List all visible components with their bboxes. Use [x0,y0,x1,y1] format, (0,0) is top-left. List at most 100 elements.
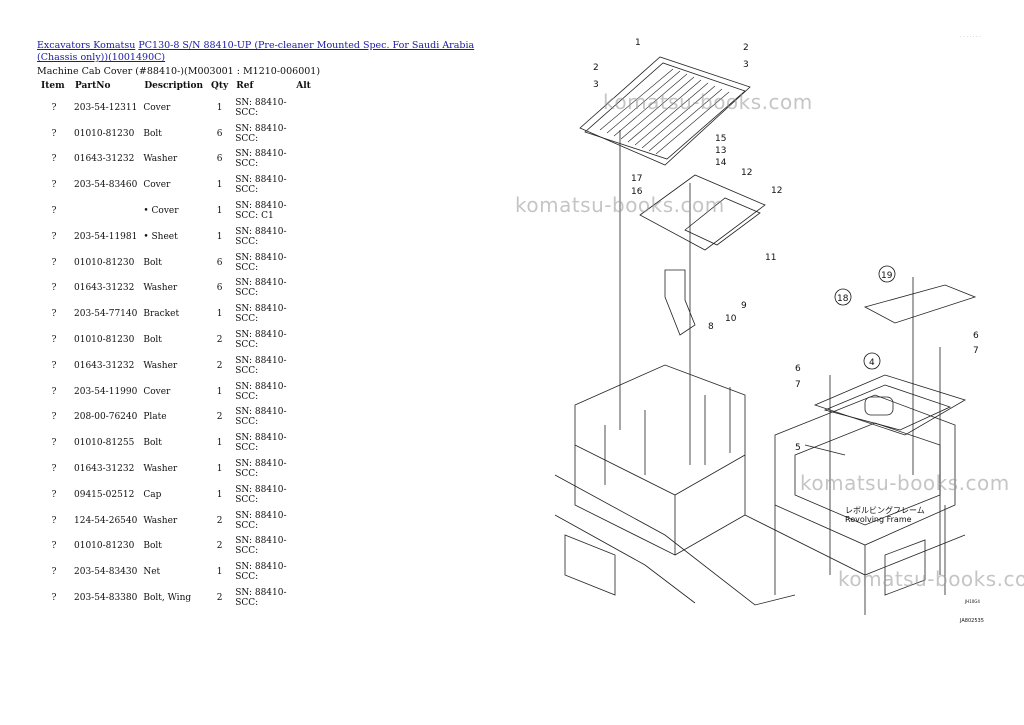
callout-12a: 12 [741,168,752,178]
cell-qty: 2 [216,593,223,604]
drawing-subcode: JH10G4 [964,599,980,604]
cell-alt [292,276,324,302]
cell-qty: 2 [216,412,223,423]
cell-alt [292,224,324,250]
cell-part: 208-00-76240 [74,412,138,423]
cell-qty: 2 [216,335,223,346]
cell-item: ? [51,360,57,371]
cell-part: 01643-31232 [74,283,135,294]
label-revolving-frame-en: Revolving Frame [845,515,912,524]
cell-desc: Bolt [143,541,162,552]
cell-ref: SN: 88410-SCC: [235,381,287,402]
cell-qty: 6 [216,257,223,268]
callout-1: 1 [635,38,641,48]
callout-18: 18 [837,294,849,304]
cell-alt [292,534,324,560]
cell-alt [292,121,324,147]
cell-item: ? [51,206,57,217]
cell-qty: 2 [216,515,223,526]
cell-item: ? [51,489,57,500]
callout-2a: 2 [593,63,599,73]
cell-ref: SN: 88410-SCC: [235,510,287,531]
cell-item: ? [51,464,57,475]
cell-desc: • Cover [143,206,179,217]
cell-desc: Washer [143,464,178,475]
cell-ref: SN: 88410-SCC: [235,484,287,505]
cell-desc: Washer [143,360,178,371]
callout-11: 11 [765,253,776,263]
cell-item: ? [51,309,57,320]
cell-alt [292,456,324,482]
cell-qty: 1 [216,102,223,113]
cell-ref: SN: 88410-SCC: [235,355,287,376]
cell-ref: SN: 88410-SCC: [235,175,287,196]
cell-part: 203-54-83460 [74,180,138,191]
cell-item: ? [51,283,57,294]
column-header: Alt [296,81,311,91]
callout-2b: 2 [743,43,749,53]
cell-item: ? [51,231,57,242]
cell-desc: Cover [143,102,171,113]
callout-3b: 3 [743,60,749,70]
breadcrumb-link-category[interactable]: Excavators Komatsu [37,40,136,51]
cell-qty: 1 [216,309,223,320]
cell-ref: SN: 88410-SCC: [235,459,287,480]
cell-alt [292,559,324,585]
cell-alt [292,353,324,379]
callout-12b: 12 [771,186,782,196]
callout-15: 15 [715,134,726,144]
cell-ref: SN: 88410-SCC: [235,123,287,144]
cell-alt [292,250,324,276]
cell-part: 203-54-77140 [74,309,138,320]
cell-qty: 1 [216,386,223,397]
column-header: Item [41,81,65,91]
cell-qty: 1 [216,464,223,475]
callout-16: 16 [631,187,643,197]
callout-13: 13 [715,146,726,156]
label-revolving-frame-jp: レボルビングフレーム [845,505,925,515]
cell-item: ? [51,386,57,397]
cell-ref: SN: 88410-SCC: [235,433,287,454]
callout-19: 19 [881,271,893,281]
cell-alt [292,482,324,508]
cell-desc: Bolt [143,438,162,449]
cell-part: 203-54-12311 [74,102,138,113]
cell-item: ? [51,567,57,578]
callout-14: 14 [715,158,727,168]
cell-qty: 6 [216,154,223,165]
cell-desc: Washer [143,154,178,165]
cell-desc: Bolt [143,128,162,139]
cell-ref: SN: 88410-SCC: [235,562,287,583]
cell-part: 01010-81230 [74,335,135,346]
callout-9: 9 [741,301,747,311]
cell-qty: 1 [216,489,223,500]
cell-alt [292,198,324,224]
cell-qty: 2 [216,360,223,371]
cell-item: ? [51,541,57,552]
callout-6b: 6 [795,364,801,374]
cell-part: 01643-31232 [74,464,135,475]
cell-item: ? [51,154,57,165]
cell-ref: SN: 88410-SCC: [235,588,287,609]
cell-item: ? [51,412,57,423]
page-subtitle: Machine Cab Cover (#88410-)(M003001 : M1… [37,66,321,77]
cell-qty: 1 [216,206,223,217]
cell-alt [292,430,324,456]
cell-ref: SN: 88410-SCC: [235,330,287,351]
cell-item: ? [51,335,57,346]
breadcrumb-link-model[interactable]: PC130-8 S/N 88410-UP (Pre-cleaner Mounte… [37,40,475,63]
cell-part: 09415-02512 [74,489,135,500]
